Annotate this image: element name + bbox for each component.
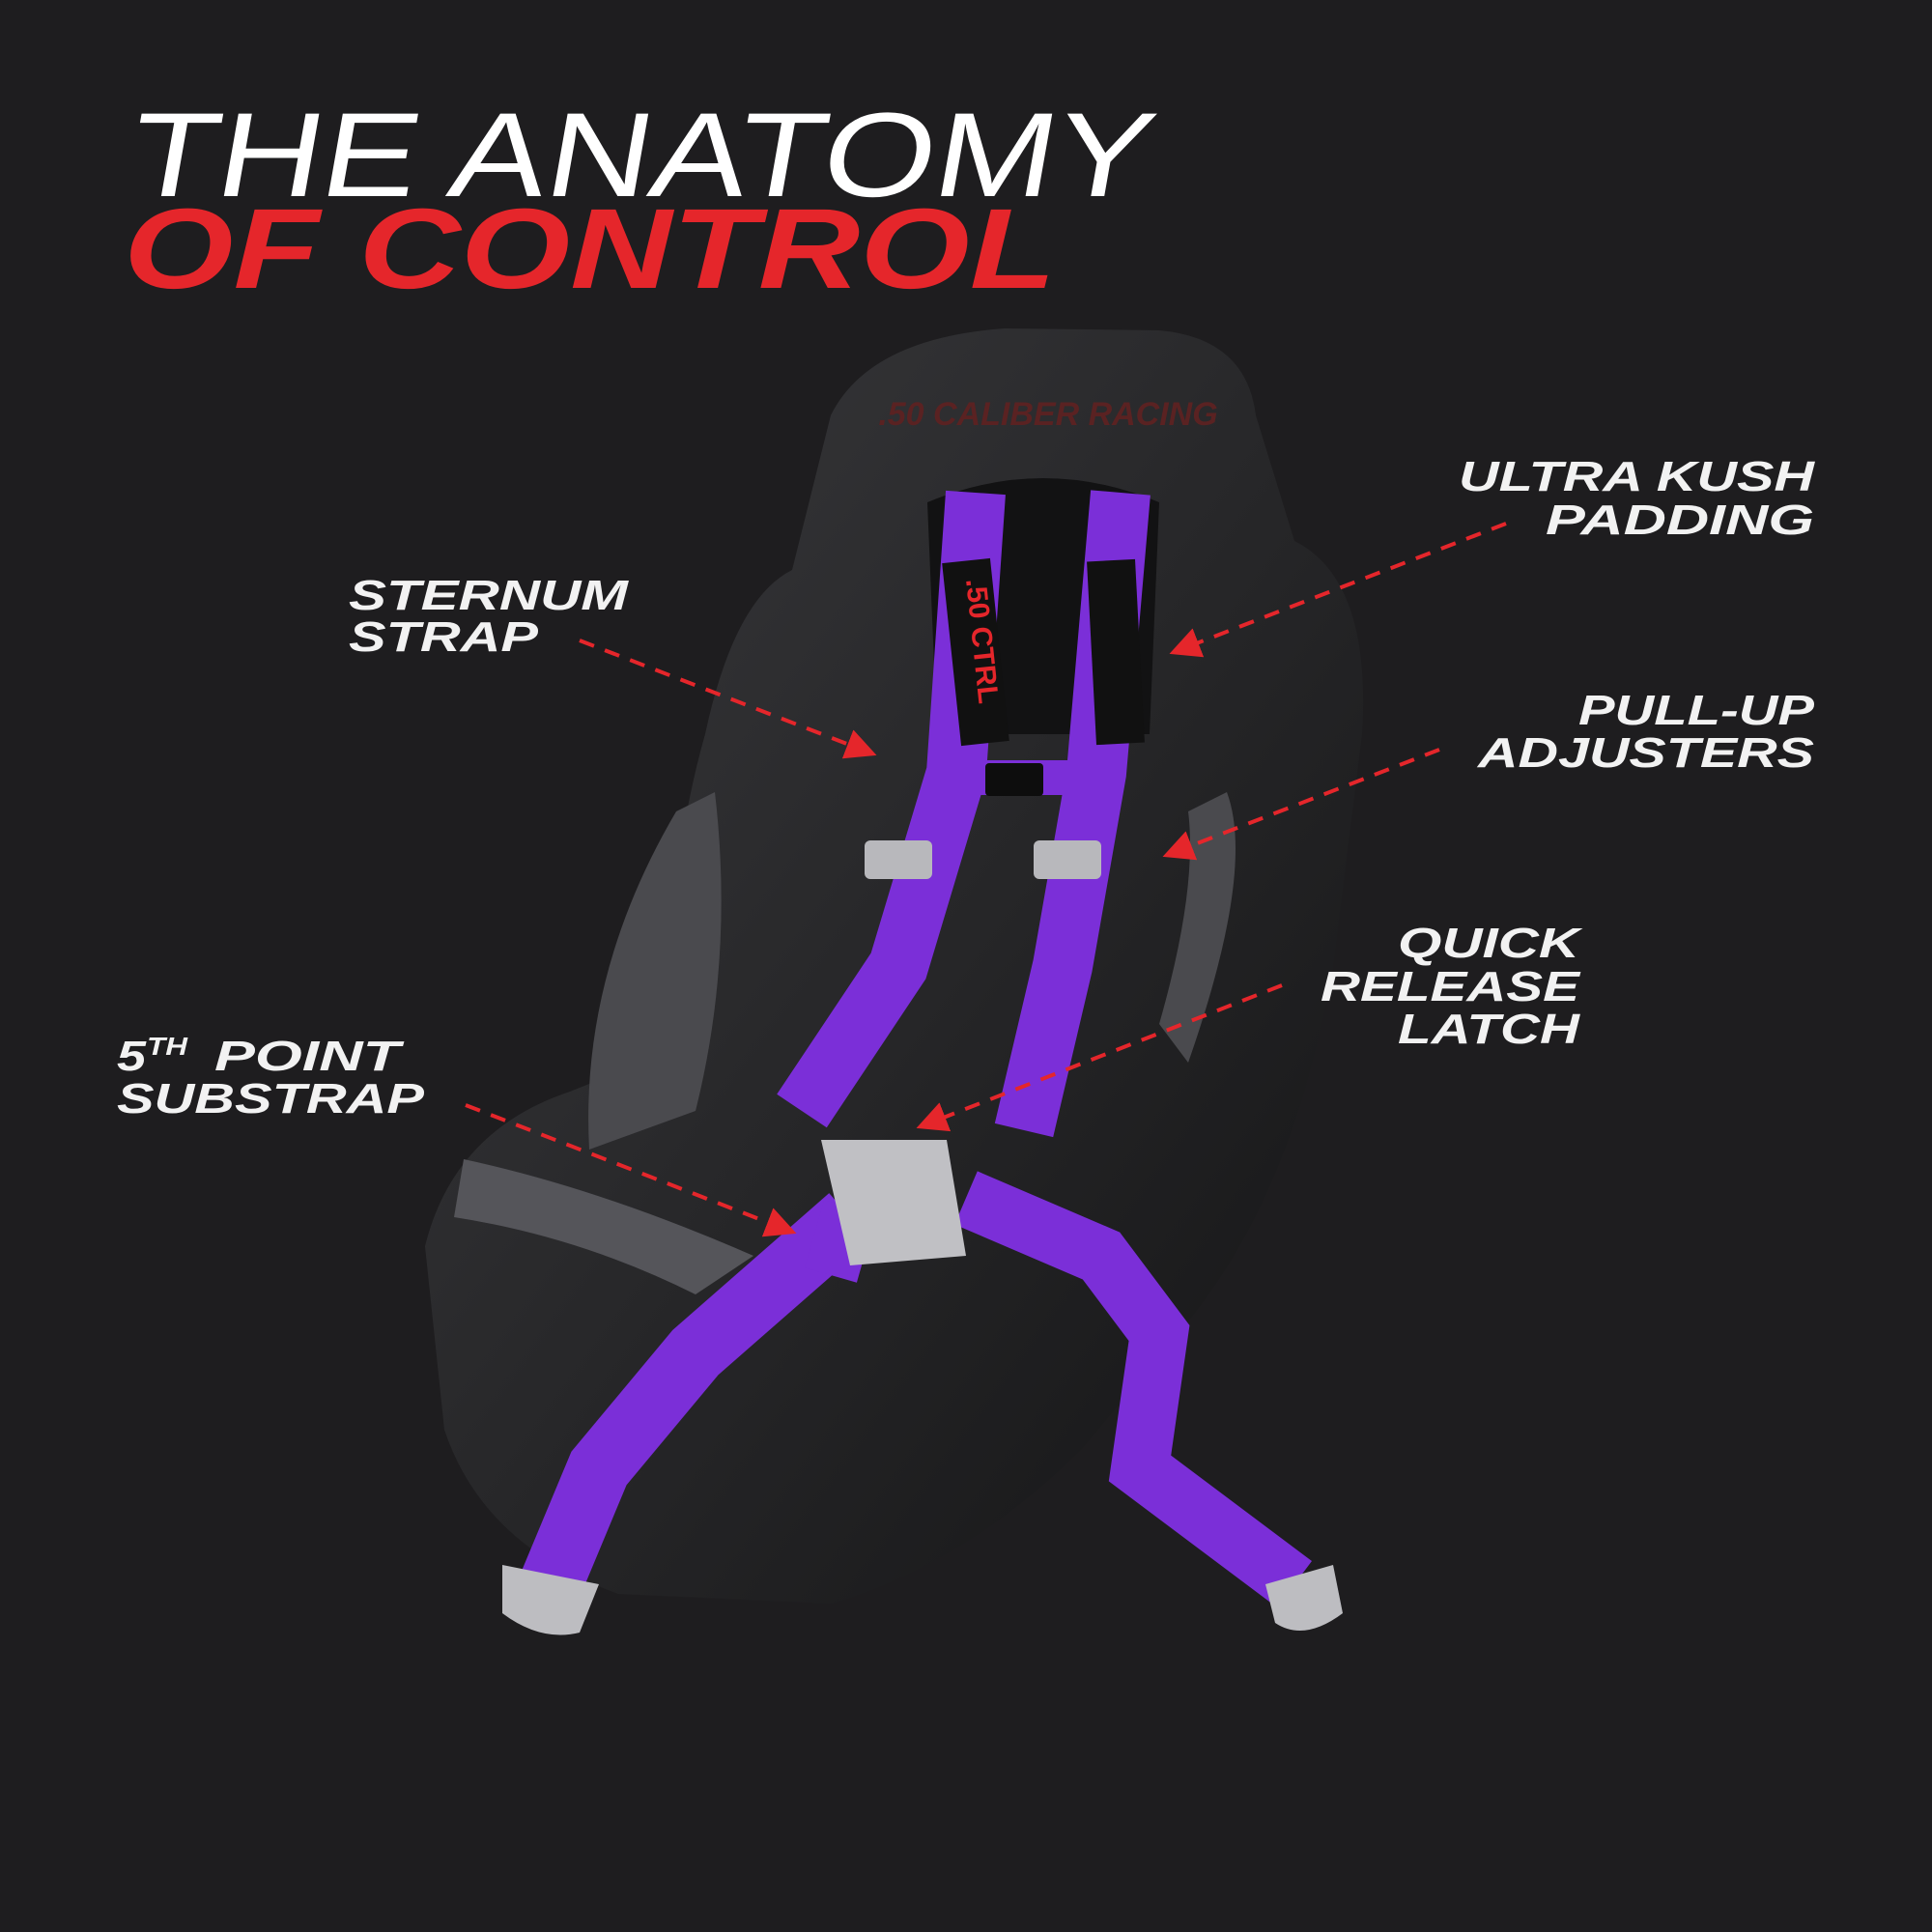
callout-sternum-strap: STERNUM STRAP: [349, 572, 877, 759]
quick-release-latch: [821, 1140, 966, 1265]
seat-cushion-accent: [454, 1159, 753, 1294]
left-strap-pad: [942, 557, 1009, 747]
callout-line: STRAP: [349, 613, 539, 661]
callout-line: 5: [117, 1033, 147, 1080]
seat-side-bolster-left: [588, 792, 722, 1150]
callout-line: PULL-UP: [1578, 687, 1815, 734]
title-line-1: THE ANATOMY: [119, 89, 1164, 222]
callout-line: ADJUSTERS: [1477, 729, 1814, 777]
callout-line: LATCH: [1398, 1006, 1581, 1053]
callout-pull-up-adjusters: PULL-UP ADJUSTERS: [1162, 687, 1815, 861]
left-adjuster: [865, 840, 932, 879]
sternum-buckle: [985, 763, 1043, 796]
arrow-latch: [916, 983, 1283, 1132]
arrow-adjusters: [1162, 748, 1440, 861]
right-strap-pad: [1087, 558, 1145, 746]
callout-quick-release-latch: QUICK RELEASE LATCH: [916, 920, 1583, 1132]
right-lap-strap: [954, 1171, 1312, 1607]
callout-fifth-point-substrap: 5 TH POINT SUBSTRAP: [117, 1032, 797, 1237]
callout-superscript: TH: [147, 1032, 188, 1061]
racing-seat-image: .50 CALIBER RACING .50 CTRL: [425, 328, 1364, 1635]
arrow-substrap: [465, 1103, 797, 1237]
right-adjuster: [1034, 840, 1101, 879]
headrest-logo: .50 CALIBER RACING: [878, 396, 1217, 433]
callout-ultra-kush-padding: ULTRA KUSH PADDING: [1169, 453, 1816, 658]
title-line-2: OF CONTROL: [124, 185, 1056, 313]
callout-line: QUICK: [1398, 920, 1583, 967]
callout-line: PADDING: [1546, 497, 1814, 544]
callout-line: SUBSTRAP: [117, 1075, 425, 1122]
right-anchor-tab: [1265, 1565, 1343, 1631]
arrow-padding: [1169, 522, 1507, 658]
callout-line: ULTRA KUSH: [1459, 453, 1816, 500]
seat-side-bolster-right: [1159, 792, 1236, 1063]
left-anchor-tab: [502, 1565, 599, 1635]
callout-line: STERNUM: [349, 572, 630, 619]
callout-line: POINT: [214, 1033, 404, 1080]
left-lap-strap: [521, 1193, 871, 1597]
callout-line: RELEASE: [1321, 963, 1581, 1010]
